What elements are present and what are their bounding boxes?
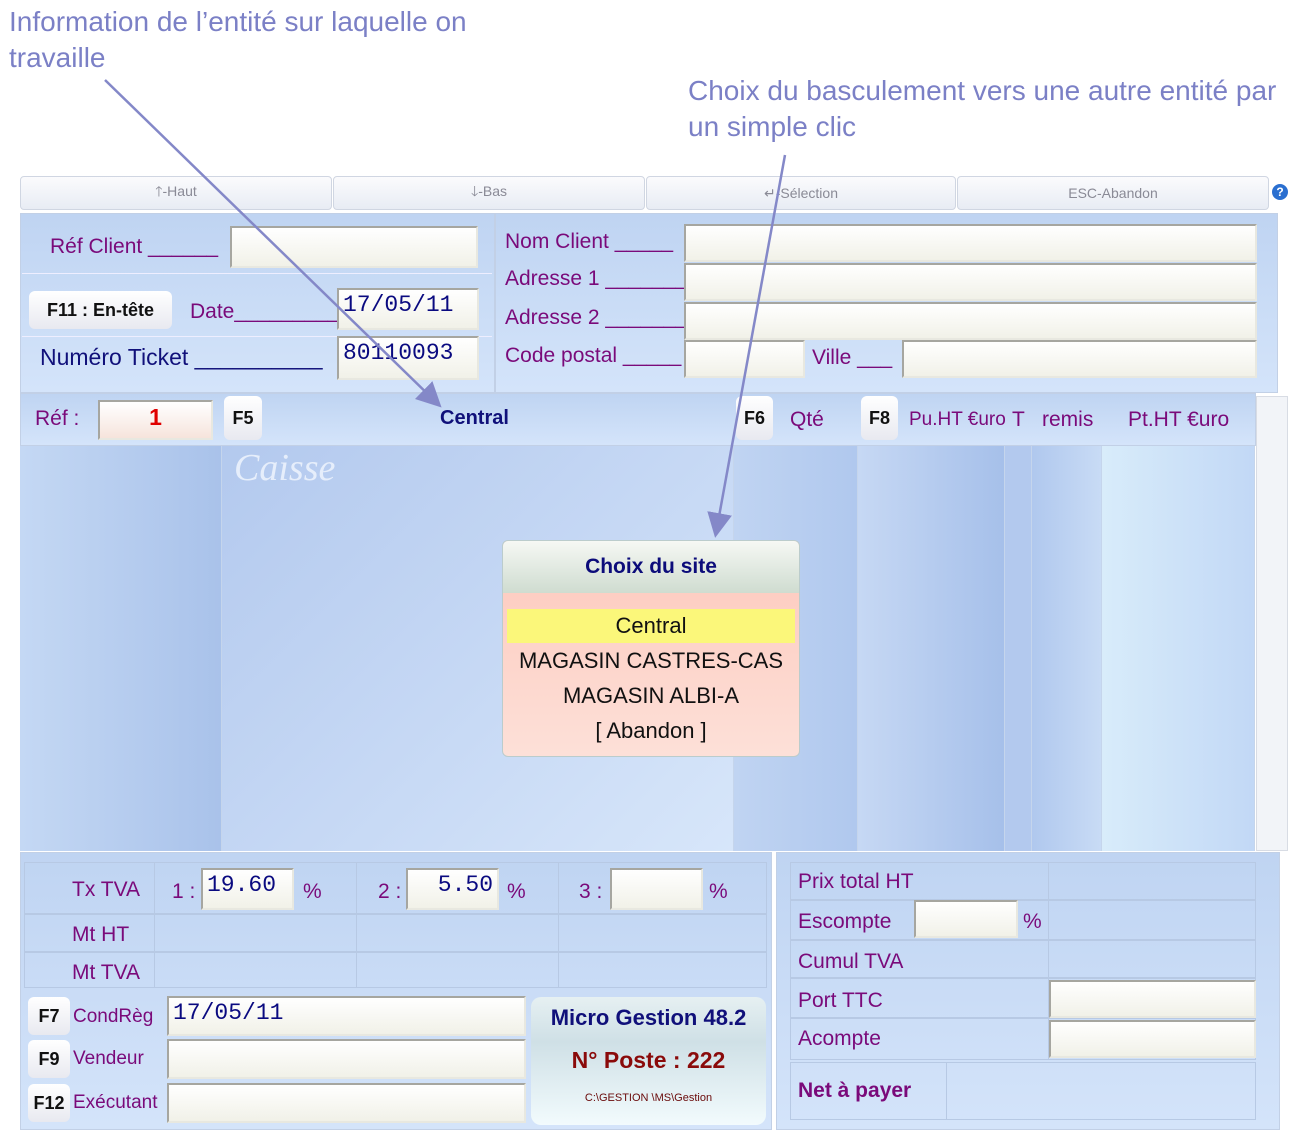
grid-col-pt[interactable] [1102,446,1255,851]
prix-total-ht-label: Prix total HT [798,870,914,893]
rate3-label: 3 : [579,880,603,903]
abort-button[interactable]: ESC-Abandon [957,176,1269,210]
escompte-label: Escompte [798,910,892,933]
remis-header: remis [1042,408,1094,431]
tx-tva-label: Tx TVA [72,878,141,901]
install-path: C:\GESTION \MS\Gestion [584,1092,713,1104]
t-header: T [1012,408,1025,431]
total-row [790,900,1256,940]
ref-input[interactable]: 1 [98,400,213,440]
site-choice-popup: Choix du site Central MAGASIN CASTRES-CA… [502,540,800,757]
port-ttc-input[interactable] [1049,980,1256,1018]
mt-tva-label: Mt TVA [72,961,141,984]
adresse1-input[interactable] [684,263,1257,301]
f7-button[interactable]: F7 [28,997,70,1035]
annotation-left: Information de l’entité sur laquelle on … [9,6,467,73]
site-option-abandon[interactable]: [ Abandon ] [595,718,707,743]
total-row [790,940,1256,978]
popup-title: Choix du site [503,541,799,593]
product-version: Micro Gestion 48.2 [550,1005,747,1030]
ref-label: Réf : [35,407,80,430]
vendeur-label: Vendeur [73,1048,144,1069]
select-button[interactable]: ↵-Sélection [646,176,956,210]
rate2-input[interactable]: 5.50 [406,868,499,910]
grid-col-remis[interactable] [1032,446,1102,851]
rate1-input[interactable]: 19.60 [201,868,294,910]
condreg-label: CondRèg [73,1006,154,1027]
rate1-label: 1 : [172,880,196,903]
site-option-castres[interactable]: MAGASIN CASTRES-CAS [518,648,784,673]
pct3: % [709,880,728,903]
pu-header: Pu.HT €uro [909,409,1006,430]
escompte-input[interactable] [914,900,1018,938]
f11-header-button[interactable]: F11 : En-tête [29,291,172,329]
condreg-input[interactable]: 17/05/11 [167,996,526,1036]
adresse1-label: Adresse 1 ________ [505,267,699,290]
qty-header: Qté [790,408,824,431]
poste-number: N° Poste : 222 [571,1047,726,1073]
annotation-right: Choix du basculement vers une autre enti… [688,75,1277,142]
ref-client-input[interactable] [230,226,478,268]
escompte-pct: % [1023,910,1042,933]
mt-tva-row [24,952,767,988]
ticket-label: Numéro Ticket __________ [40,344,323,370]
mt-ht-label: Mt HT [72,923,130,946]
date-label: Date_________ [190,300,340,323]
adresse2-input[interactable] [684,302,1257,340]
acompte-input[interactable] [1049,1020,1256,1058]
ref-client-label: Réf Client ______ [50,235,219,258]
grid-scrollbar[interactable] [1256,396,1288,851]
down-button[interactable]: 🡓-Bas [333,176,645,210]
vendeur-input[interactable] [167,1039,526,1079]
grid-col-pu[interactable] [858,446,1005,851]
current-site[interactable]: Central [440,407,509,429]
mt-ht-row [24,914,767,952]
grid-col-ref[interactable] [20,446,222,851]
total-row [790,862,1256,900]
date-input[interactable]: 17/05/11 [337,288,479,330]
rate3-input[interactable] [610,868,703,910]
nom-client-label: Nom Client _____ [505,230,674,253]
f6-button[interactable]: F6 [736,396,773,440]
rate2-label: 2 : [378,880,402,903]
ville-input[interactable] [902,340,1257,378]
ville-label: Ville ___ [812,346,893,369]
info-box: Micro Gestion 48.2 N° Poste : 222 C:\GES… [531,997,766,1125]
f9-button[interactable]: F9 [28,1040,70,1078]
acompte-label: Acompte [798,1027,881,1050]
adresse2-label: Adresse 2 ________ [505,306,699,329]
executant-input[interactable] [167,1083,526,1123]
executant-label: Exécutant [73,1092,158,1113]
pct1: % [303,880,322,903]
up-button[interactable]: 🡑-Haut [20,176,332,210]
site-option-albi[interactable]: MAGASIN ALBI-A [562,683,740,708]
pct2: % [507,880,526,903]
cp-label: Code postal _____ [505,344,682,367]
net-a-payer-label: Net à payer [798,1079,912,1102]
f12-button[interactable]: F12 [28,1084,70,1122]
port-ttc-label: Port TTC [798,989,883,1012]
total-row [790,1062,1256,1120]
f5-button[interactable]: F5 [224,396,262,440]
help-icon[interactable]: ? [1272,184,1288,200]
cumul-tva-label: Cumul TVA [798,950,904,973]
ticket-input[interactable]: 80110093 [337,336,479,380]
site-option-central[interactable]: Central [507,609,795,643]
arrow-left-annotation [104,79,442,408]
nom-client-input[interactable] [684,224,1257,262]
vat-rate-row [24,862,767,914]
f8-button[interactable]: F8 [861,396,898,440]
arrow-right-annotation [707,154,787,538]
pt-header: Pt.HT €uro [1128,408,1230,431]
grid-col-t[interactable] [1005,446,1032,851]
watermark: Caisse [234,447,336,489]
